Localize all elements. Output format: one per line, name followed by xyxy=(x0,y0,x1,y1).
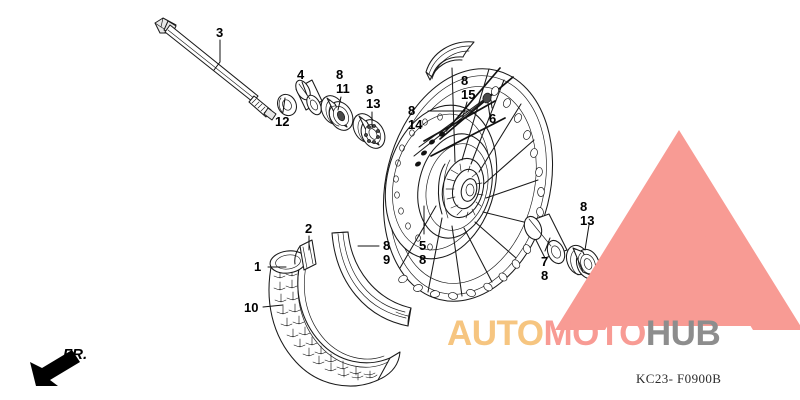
callout-line: 8 xyxy=(366,82,374,97)
callout-line: 9 xyxy=(383,252,391,267)
spoke-nipple-row xyxy=(398,86,545,300)
callout-line: 8 xyxy=(408,103,416,118)
callout-line: 11 xyxy=(336,81,350,96)
part-front-axle xyxy=(154,17,277,121)
valve-stem xyxy=(482,92,492,118)
callout-line: 8 xyxy=(336,67,344,82)
callout-line: 14 xyxy=(408,117,423,132)
callout-c2: 2 xyxy=(305,221,313,236)
callout-line: 8 xyxy=(580,199,588,214)
callout-line: 15 xyxy=(461,87,476,102)
part-bearing-13-top xyxy=(352,113,386,149)
callout-line: 8 xyxy=(461,73,469,88)
callout-c12: 12 xyxy=(275,114,290,129)
front-direction-arrow-icon xyxy=(30,350,80,386)
part-tire xyxy=(268,261,401,387)
callout-line: 7 xyxy=(541,254,549,269)
part-bearing-11 xyxy=(320,95,354,131)
callout-c6: 6 xyxy=(489,111,497,126)
part-front-wheel-assembly xyxy=(382,41,554,302)
callout-c10: 10 xyxy=(244,300,259,315)
callout-c3: 3 xyxy=(216,25,224,40)
part-bearing-13-right xyxy=(565,244,601,280)
part-rim-band xyxy=(331,231,412,327)
part-tube xyxy=(269,239,317,274)
callout-line: 13 xyxy=(366,96,381,111)
callout-line: 8 xyxy=(383,238,391,253)
callout-line: 8 xyxy=(419,252,427,267)
callout-line: 13 xyxy=(580,213,595,228)
part-side-collar xyxy=(295,79,323,116)
callout-c1: 1 xyxy=(254,259,262,274)
front-direction-label: FR. xyxy=(63,346,88,363)
diagram-part-code: KC23- F0900B xyxy=(636,371,722,386)
part-washer xyxy=(276,93,298,117)
callout-line: 5 xyxy=(419,238,427,253)
callout-line: 8 xyxy=(541,268,549,283)
callout-c4: 4 xyxy=(297,67,305,82)
